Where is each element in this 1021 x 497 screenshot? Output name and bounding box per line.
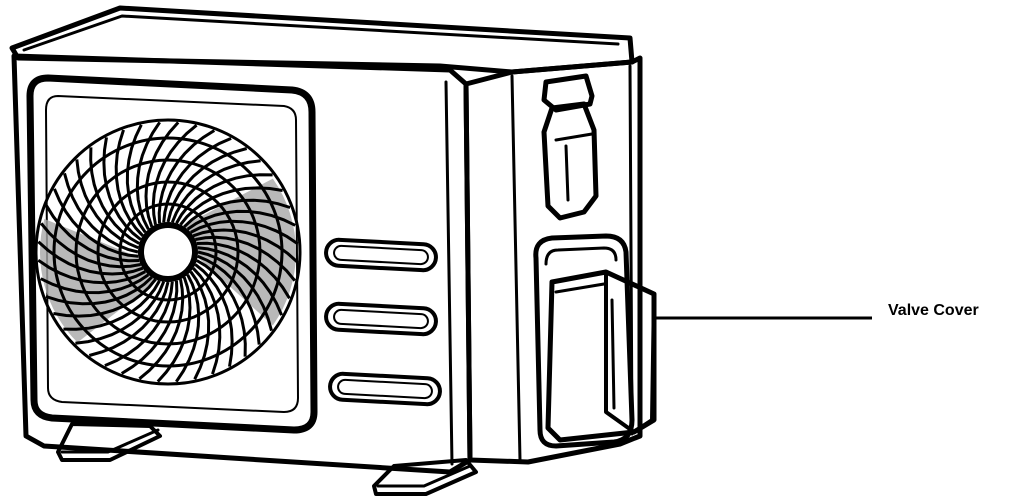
side-handle bbox=[544, 76, 596, 218]
valve-cover bbox=[536, 236, 654, 446]
vent-slot bbox=[325, 239, 436, 271]
fan-hub bbox=[141, 225, 195, 279]
vent-slot bbox=[329, 373, 440, 405]
valve-cover-label: Valve Cover bbox=[888, 302, 979, 320]
vent-slots bbox=[325, 239, 440, 405]
fan-grille bbox=[30, 78, 314, 430]
vent-slot bbox=[325, 303, 436, 335]
